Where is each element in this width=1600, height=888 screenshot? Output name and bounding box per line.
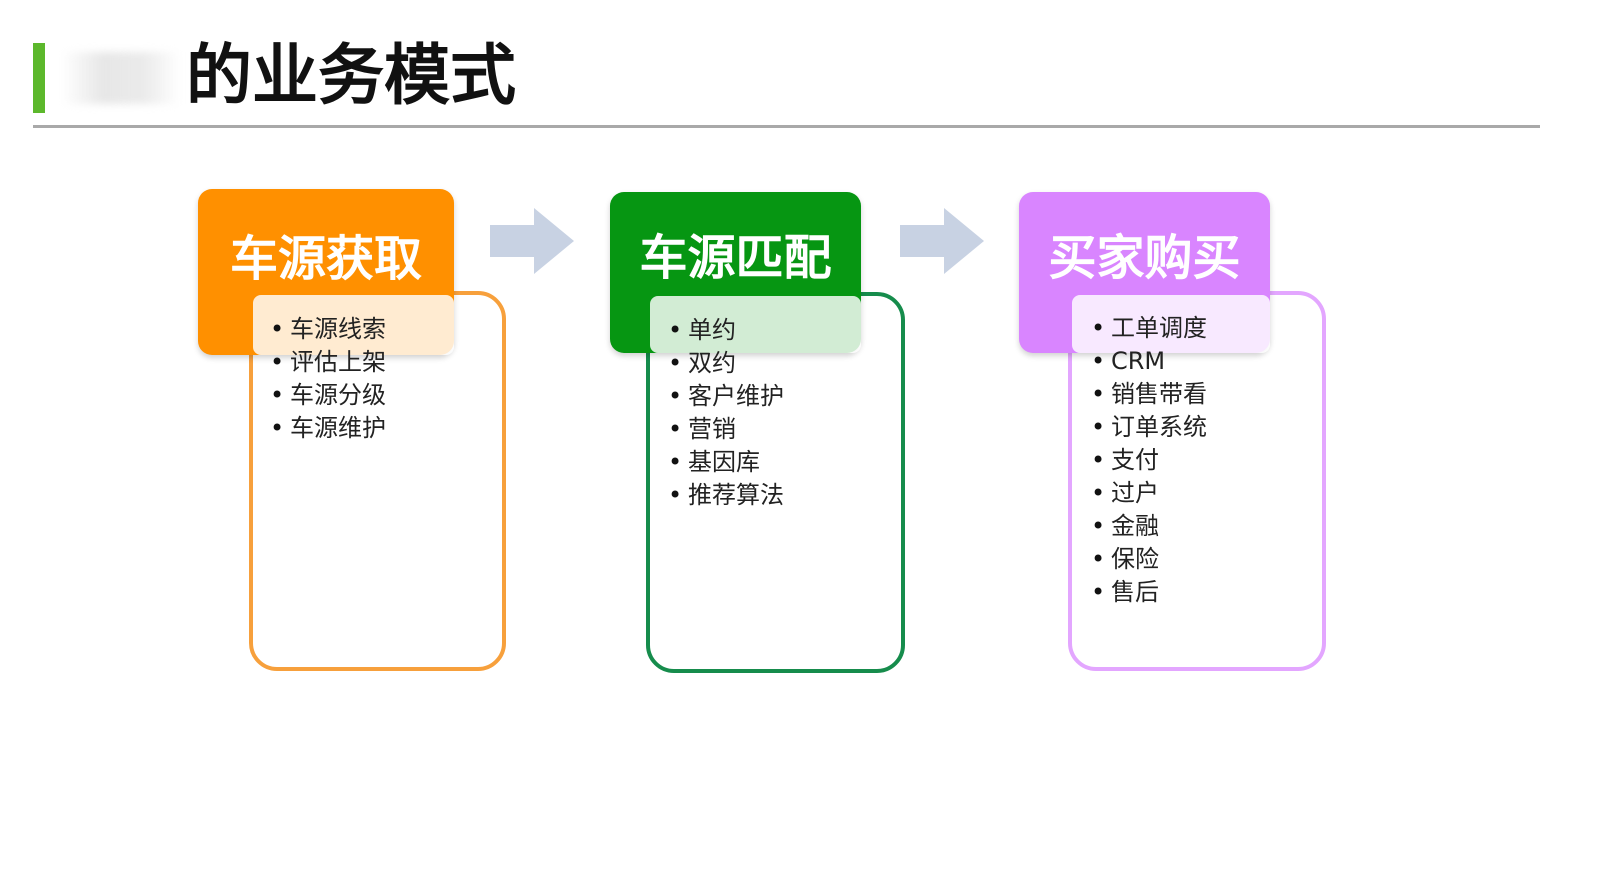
- title-divider: [33, 125, 1540, 128]
- stage-3-list: 工单调度 CRM 销售带看 订单系统 支付 过户 金融 保险 售后: [1091, 312, 1207, 609]
- list-item: 工单调度: [1091, 312, 1207, 345]
- redacted-company-name: [62, 52, 180, 104]
- list-item: 金融: [1091, 510, 1207, 543]
- stage-2-label: 车源匹配: [639, 230, 832, 286]
- page-title: 的业务模式: [186, 37, 516, 114]
- arrow-right-icon: [490, 208, 574, 274]
- list-item: 支付: [1091, 444, 1207, 477]
- arrow-right-icon: [900, 208, 984, 274]
- list-item: 单约: [668, 314, 784, 347]
- list-item: 基因库: [668, 446, 784, 479]
- list-item: 营销: [668, 413, 784, 446]
- list-item: 客户维护: [668, 380, 784, 413]
- list-item: 订单系统: [1091, 411, 1207, 444]
- stage-1-label: 车源获取: [229, 231, 422, 287]
- list-item: CRM: [1091, 345, 1207, 378]
- list-item: 车源分级: [270, 379, 386, 412]
- list-item: 评估上架: [270, 346, 386, 379]
- stage-1-list: 车源线索 评估上架 车源分级 车源维护: [270, 313, 386, 445]
- list-item: 推荐算法: [668, 479, 784, 512]
- stage-3-label: 买家购买: [1048, 230, 1241, 286]
- list-item: 车源维护: [270, 412, 386, 445]
- stage-2-list: 单约 双约 客户维护 营销 基因库 推荐算法: [668, 314, 784, 512]
- list-item: 销售带看: [1091, 378, 1207, 411]
- list-item: 过户: [1091, 477, 1207, 510]
- title-accent-bar: [33, 43, 45, 113]
- list-item: 保险: [1091, 543, 1207, 576]
- list-item: 双约: [668, 347, 784, 380]
- list-item: 车源线索: [270, 313, 386, 346]
- list-item: 售后: [1091, 576, 1207, 609]
